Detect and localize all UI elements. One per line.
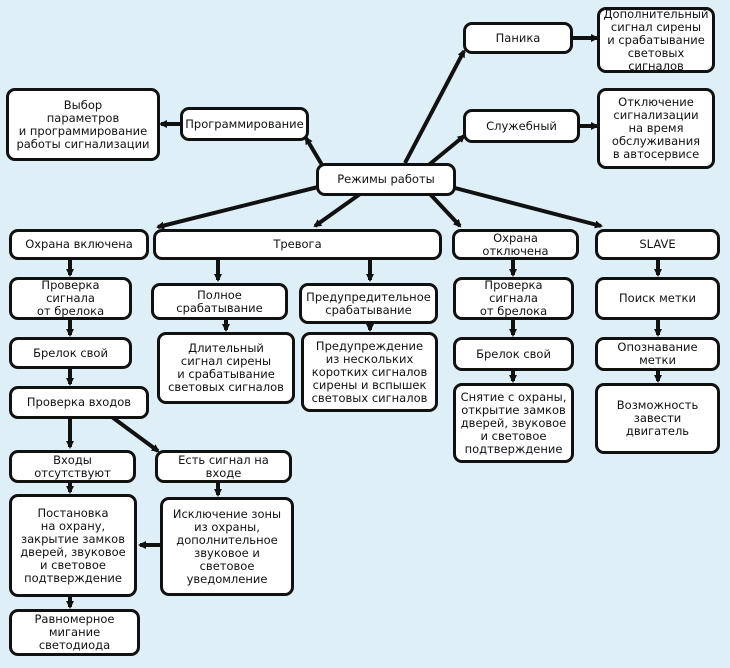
arrow-modes-disarmed xyxy=(428,192,462,228)
node-engine-start: Возможность завести двигатель xyxy=(595,383,720,454)
node-panic-desc: Дополнительный сигнал сирены и срабатыва… xyxy=(597,7,715,73)
arrow-modes-service xyxy=(423,134,466,170)
node-armed: Охрана включена xyxy=(9,229,149,260)
node-disarmed: Охрана отключена xyxy=(452,229,579,260)
node-warn-trigger: Предупредительное срабатывание xyxy=(299,283,438,324)
node-programming-desc: Выбор параметров и программирование рабо… xyxy=(6,88,160,161)
arrow-modes-slave xyxy=(454,186,603,229)
node-dis-check: Проверка сигнала от брелока xyxy=(453,277,574,320)
node-full-trigger: Полное срабатывание xyxy=(151,283,288,320)
node-led: Равномерное мигание светодиода xyxy=(9,609,140,656)
node-arm-result: Постановка на охрану, закрытие замков дв… xyxy=(9,494,137,597)
node-tag-recognition: Опознавание метки xyxy=(595,337,720,371)
node-service-desc: Отключение сигнализации на время обслужи… xyxy=(597,88,715,169)
node-panic: Паника xyxy=(463,22,573,54)
node-slave: SLAVE xyxy=(595,229,720,260)
node-tag-search: Поиск метки xyxy=(595,277,720,320)
node-armed-check: Проверка сигнала от брелока xyxy=(9,277,132,320)
node-alarm: Тревога xyxy=(153,229,442,260)
arrow-modes-alarm xyxy=(313,192,362,228)
node-input-signal: Есть сигнал на входе xyxy=(155,450,292,483)
arrow-inputs-signal xyxy=(110,415,160,453)
node-modes: Режимы работы xyxy=(316,163,456,196)
node-armed-own: Брелок свой xyxy=(9,337,132,369)
node-zone-exclusion: Исключение зоны из охраны, дополнительно… xyxy=(160,497,294,596)
node-full-desc: Длительный сигнал сирены и срабатывание … xyxy=(157,332,295,404)
arrow-modes-armed xyxy=(156,185,319,230)
node-warn-desc: Предупреждение из нескольких коротких си… xyxy=(301,332,438,412)
node-disarm-result: Снятие с охраны, открытие замков дверей,… xyxy=(453,383,574,463)
arrow-modes-panic xyxy=(403,49,466,164)
node-dis-own: Брелок свой xyxy=(453,337,574,371)
node-service: Служебный xyxy=(463,109,580,143)
node-programming: Программирование xyxy=(180,107,309,141)
node-inputs-absent: Входы отсутствуют xyxy=(9,450,136,483)
node-armed-inputs: Проверка входов xyxy=(9,386,149,419)
